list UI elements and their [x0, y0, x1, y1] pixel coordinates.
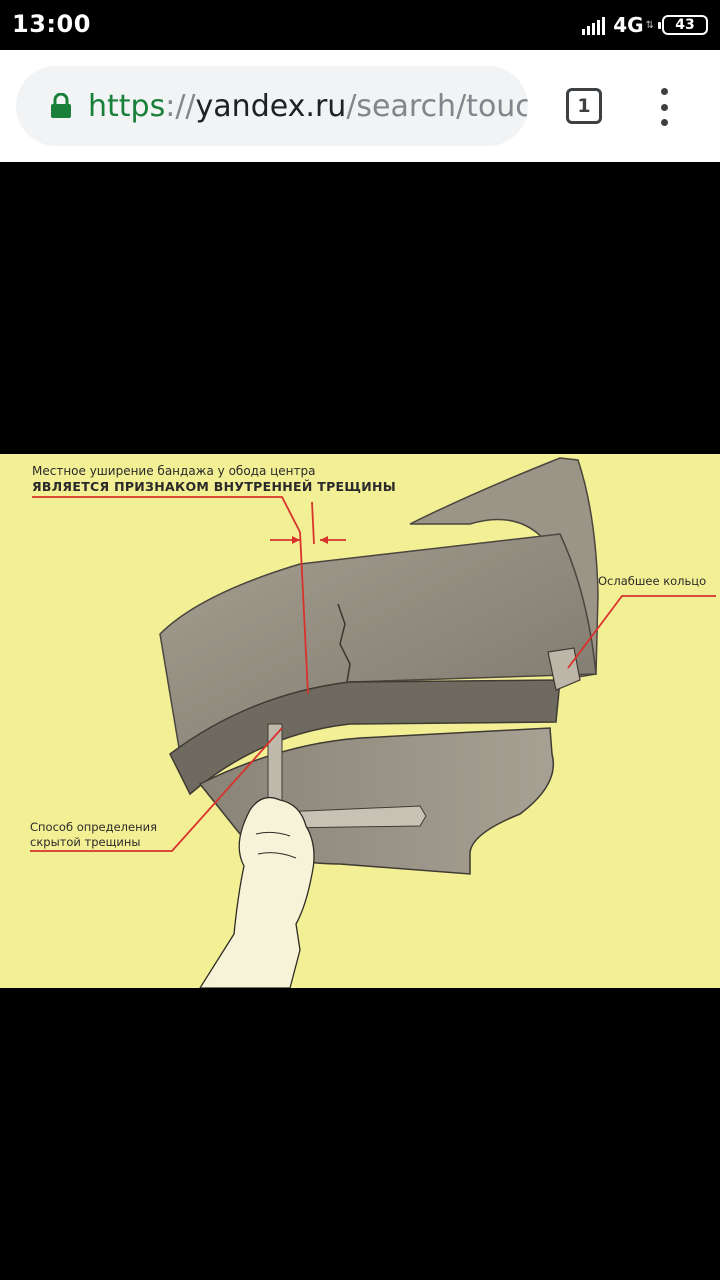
wheel-illustration: [30, 457, 716, 988]
signal-icon: [582, 15, 607, 35]
ring-block: [547, 647, 581, 691]
annotation-right: Ослабшее кольцо: [598, 574, 707, 588]
battery-icon: 43: [658, 15, 708, 35]
status-icons: 4G ⇅ 43: [582, 12, 708, 38]
annotation-left-line1: Способ определения: [30, 820, 157, 834]
illustration-image[interactable]: Местное уширение бандажа у обода центра …: [0, 454, 720, 988]
overflow-menu-icon[interactable]: [650, 88, 678, 126]
network-type: 4G: [613, 13, 644, 37]
lock-icon[interactable]: [50, 92, 72, 119]
data-activity-icon: ⇅: [645, 19, 654, 31]
annotation-top-line1: Местное уширение бандажа у обода центра: [32, 464, 316, 478]
url-scheme: https: [88, 88, 166, 124]
wheel-flange: [409, 457, 599, 681]
browser-toolbar: https://yandex.ru/search/touc 1: [0, 50, 720, 162]
battery-level: 43: [675, 17, 695, 33]
status-time: 13:00: [12, 10, 91, 38]
annotation-top-line2: ЯВЛЯЕТСЯ ПРИЗНАКОМ ВНУТРЕННЕЙ ТРЕЩИНЫ: [32, 479, 397, 494]
url-path: /search/touc: [346, 88, 528, 124]
url-host: yandex.ru: [195, 88, 347, 124]
url-separator: ://: [165, 88, 196, 124]
annotation-left-line2: скрытой трещины: [30, 835, 141, 849]
url-text[interactable]: https://yandex.ru/search/touc: [88, 89, 528, 124]
tab-switcher-button[interactable]: 1: [566, 88, 602, 124]
status-bar: 13:00 4G ⇅ 43: [0, 0, 720, 50]
crack-line: [337, 603, 351, 683]
hand-drawing: [199, 796, 315, 988]
address-bar[interactable]: https://yandex.ru/search/touc: [16, 66, 528, 146]
image-viewer: Местное уширение бандажа у обода центра …: [0, 162, 720, 1280]
wheel-rim: [169, 679, 561, 796]
